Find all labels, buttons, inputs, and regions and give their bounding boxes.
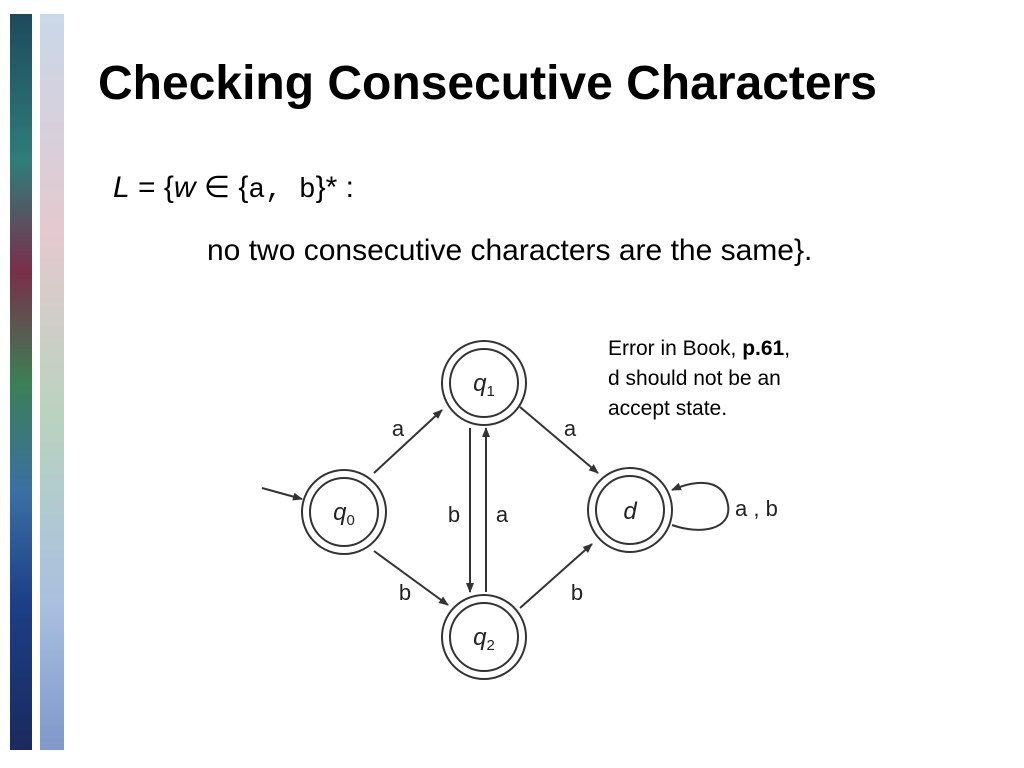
state-label-q2: q2	[473, 624, 495, 654]
kleene-star-colon: }* :	[315, 171, 354, 204]
language-definition: L = {w ∈ {a, b}* :	[113, 170, 354, 206]
alphabet: a, b	[248, 175, 316, 206]
start-arrow	[261, 487, 303, 501]
label-q1-d: a	[564, 416, 577, 441]
errata-note: Error in Book, p.61, d should not be an …	[608, 334, 868, 424]
state-q2: q2	[441, 594, 527, 680]
transition-q1-d	[519, 406, 599, 474]
transition-d-self-loop	[671, 482, 730, 531]
language-symbol: L	[113, 171, 130, 204]
transition-q2-d	[519, 543, 593, 609]
errata-line-2: d should not be an	[608, 367, 781, 390]
label-q0-q2: b	[399, 580, 411, 605]
element-of-symbol: ∈ {	[195, 171, 249, 204]
language-condition: no two consecutive characters are the sa…	[207, 234, 813, 267]
label-q2-q1: a	[496, 502, 509, 527]
errata-page: p.61	[742, 337, 785, 360]
label-q0-q1: a	[392, 416, 405, 441]
transition-q0-q1	[373, 409, 443, 474]
errata-line-3: accept state.	[608, 397, 728, 420]
state-q0: q0	[301, 469, 387, 555]
transition-q0-q2	[373, 550, 449, 606]
state-label-q1: q1	[473, 370, 495, 400]
definition-eq-open: = {	[129, 171, 174, 204]
errata-prefix: Error in Book,	[608, 337, 743, 360]
label-d-self: a , b	[735, 496, 778, 521]
state-q1: q1	[441, 340, 527, 426]
string-variable: w	[173, 171, 196, 204]
label-q2-d: b	[571, 580, 583, 605]
state-label-d: d	[623, 498, 637, 525]
label-q1-q2: b	[448, 502, 460, 527]
state-d: d	[587, 467, 673, 553]
slide-title: Checking Consecutive Characters	[98, 57, 877, 110]
errata-suffix: ,	[784, 337, 791, 360]
decorative-side-strip	[10, 14, 64, 750]
state-label-q0: q0	[333, 499, 355, 529]
